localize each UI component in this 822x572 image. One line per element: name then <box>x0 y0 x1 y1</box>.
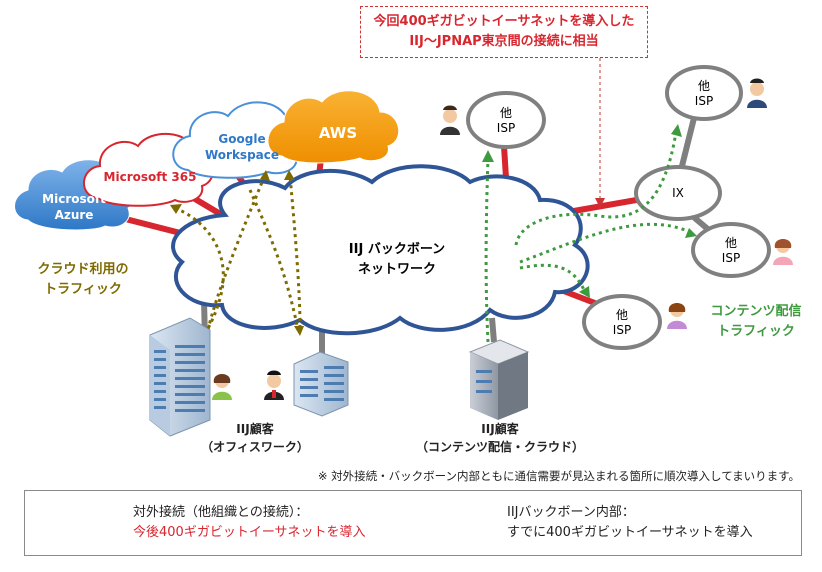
cloud-traffic-label: クラウド利用の トラフィック <box>20 260 146 300</box>
person-icon-office-1 <box>212 374 232 400</box>
legend-external-desc: 今後400ギガビットイーサネットを導入 <box>133 525 366 540</box>
legend-external-title: 対外接続（他組織との接続）： <box>133 505 309 520</box>
person-icon-isp-top-center <box>440 105 460 135</box>
content-traffic-label: コンテンツ配信 トラフィック <box>696 302 816 342</box>
cloud-traffic-arrowheads <box>170 170 304 336</box>
customer-content-line-2: （コンテンツ配信・クラウド） <box>415 440 584 454</box>
person-icon-isp-top-right <box>747 78 767 108</box>
office-building-small <box>293 351 349 417</box>
isp-mid-right-line-1: 他 <box>724 236 737 250</box>
callout-line-1: 今回400ギガビットイーサネットを導入した <box>373 14 635 29</box>
isp-top-center <box>466 91 546 149</box>
ix-node <box>634 165 722 221</box>
backbone-label: IIJ バックボーン ネットワーク <box>332 240 462 280</box>
isp-mid-right-line-2: ISP <box>721 251 741 265</box>
customer-content-label: IIJ顧客 （コンテンツ配信・クラウド） <box>400 420 600 456</box>
legend-internal-title: IIJバックボーン内部： <box>507 505 635 520</box>
callout-line-2: IIJ～JPNAP東京間の接続に相当 <box>409 34 599 49</box>
isp-top-right-label: 他 ISP <box>674 79 734 109</box>
person-icon-isp-mid-right <box>773 239 793 265</box>
backbone-label-line-1: IIJ バックボーン <box>348 242 446 257</box>
ix-label: IX <box>672 186 684 200</box>
cloud-traffic-arrows <box>174 174 302 333</box>
legend-internal-desc: すでに400ギガビットイーサネットを導入 <box>507 525 753 540</box>
datacenter-server <box>468 339 530 420</box>
google-label-line-1: Google <box>218 132 266 146</box>
google-label: Google Workspace <box>190 131 294 163</box>
isp-mid-right <box>691 222 771 278</box>
backbone-label-line-2: ネットワーク <box>357 262 436 277</box>
customer-office-line-2: （オフィスワーク） <box>201 440 309 454</box>
person-icon-office-2 <box>264 370 284 400</box>
isp-top-right <box>665 65 743 121</box>
office-building-large <box>149 317 211 437</box>
isp-lower-line-2: ISP <box>612 323 632 337</box>
azure-label-line-1: Microsoft <box>42 192 106 206</box>
isp-top-center-line-2: ISP <box>496 121 516 135</box>
customer-office-line-1: IIJ顧客 <box>236 422 274 436</box>
azure-label-line-2: Azure <box>54 208 94 222</box>
callout-arrowhead <box>595 198 605 208</box>
legend: 対外接続（他組織との接続）： 今後400ギガビットイーサネットを導入 IIJバッ… <box>24 490 802 556</box>
isp-top-right-line-2: ISP <box>694 94 714 108</box>
backbone-cloud <box>171 164 590 336</box>
isp-nodes <box>466 65 771 350</box>
m365-label: Microsoft 365 <box>103 170 197 184</box>
isp-top-right-line-1: 他 <box>697 79 710 93</box>
aws-label: AWS <box>318 124 358 142</box>
person-icon-isp-lower <box>667 303 687 329</box>
isp-lower-label: 他 ISP <box>592 308 652 338</box>
isp-lower-line-1: 他 <box>615 308 628 322</box>
content-traffic-arrowheads <box>482 124 697 298</box>
content-traffic-line-2: トラフィック <box>717 324 795 339</box>
customer-content-line-1: IIJ顧客 <box>481 422 519 436</box>
callout-box: 今回400ギガビットイーサネットを導入した IIJ～JPNAP東京間の接続に相当 <box>360 6 648 58</box>
isp-lower <box>582 294 662 350</box>
isp-mid-right-label: 他 ISP <box>701 236 761 266</box>
content-traffic-arrows <box>484 131 691 343</box>
azure-label: Microsoft Azure <box>28 191 120 223</box>
cloud-traffic-line-1: クラウド利用の <box>37 262 129 277</box>
google-label-line-2: Workspace <box>204 148 280 162</box>
cloud-traffic-line-2: トラフィック <box>44 282 122 297</box>
customer-office-label: IIJ顧客 （オフィスワーク） <box>180 420 330 456</box>
footnote: ※ 対外接続・バックボーン内部ともに通信需要が見込まれる箇所に順次導入してまいり… <box>317 469 800 483</box>
isp-top-center-label: 他 ISP <box>476 106 536 136</box>
content-traffic-line-1: コンテンツ配信 <box>710 304 802 319</box>
isp-top-center-line-1: 他 <box>499 106 512 120</box>
aws-cloud <box>267 90 400 164</box>
